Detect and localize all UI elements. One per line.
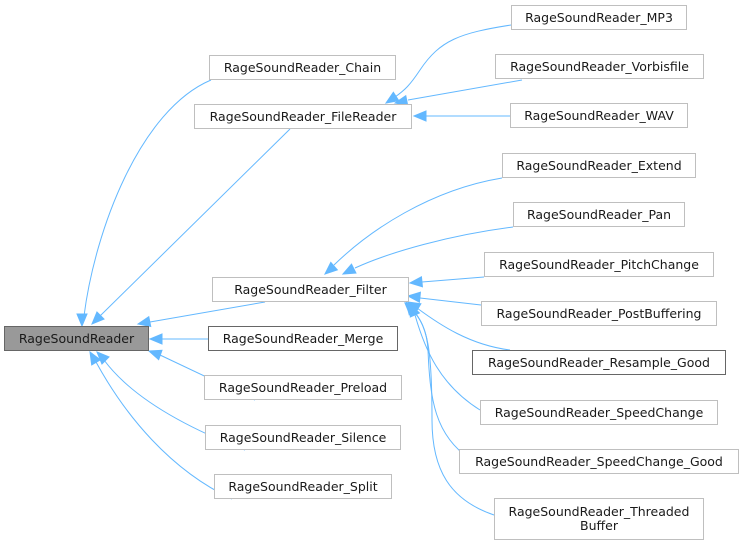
node-pitch-change[interactable]: RageSoundReader_PitchChange [484,252,714,277]
edge-filter-to-root [149,301,266,323]
arrowhead-icon [408,276,424,288]
edge-speed-to-filter [414,314,481,411]
arrowhead-icon [76,313,88,328]
node-split[interactable]: RageSoundReader_Split [214,474,392,499]
edge-pitch-to-filter [421,276,485,283]
edge-postbuf-to-filter [419,297,482,306]
node-speed-change[interactable]: RageSoundReader_SpeedChange [480,400,718,425]
node-rage-sound-reader[interactable]: RageSoundReader [4,326,149,351]
node-preload[interactable]: RageSoundReader_Preload [204,375,402,400]
edge-pan-to-filter [354,226,514,269]
node-wav[interactable]: RageSoundReader_WAV [510,103,688,128]
arrowhead-icon [136,315,152,328]
node-file-reader[interactable]: RageSoundReader_FileReader [194,104,412,129]
node-filter[interactable]: RageSoundReader_Filter [212,277,409,302]
node-vorbisfile[interactable]: RageSoundReader_Vorbisfile [495,54,704,79]
edge-chain-to-root [83,79,212,317]
arrowhead-icon [406,291,422,303]
node-post-buffering[interactable]: RageSoundReader_PostBuffering [481,301,717,326]
edge-extend-to-filter [333,177,503,266]
node-merge[interactable]: RageSoundReader_Merge [208,326,398,351]
node-resample-good[interactable]: RageSoundReader_Resample_Good [472,350,726,375]
node-speed-change-good[interactable]: RageSoundReader_SpeedChange_Good [459,449,739,474]
edge-vorbis-to-filereader [407,79,523,101]
edge-filereader-to-root [99,128,291,317]
arrowhead-icon [412,110,427,122]
arrowhead-icon [404,302,418,316]
node-silence[interactable]: RageSoundReader_Silence [205,425,401,450]
edge-split-to-root [95,361,233,500]
arrowhead-icon [384,91,400,104]
node-extend[interactable]: RageSoundReader_Extend [502,153,696,178]
arrowhead-icon [96,351,110,365]
edge-threaded-to-filter [411,309,495,516]
arrowhead-icon [148,333,163,345]
arrowhead-icon [324,261,339,275]
arrowhead-icon [89,350,102,366]
edge-resample-to-filter [416,307,511,351]
arrowhead-icon [147,349,163,361]
edge-mp3-to-filereader [394,24,512,98]
arrowhead-icon [91,311,105,325]
node-mp3[interactable]: RageSoundReader_MP3 [511,5,687,30]
arrowhead-icon [341,263,357,275]
node-chain[interactable]: RageSoundReader_Chain [209,55,396,80]
node-pan[interactable]: RageSoundReader_Pan [513,202,685,227]
node-threaded-buffer[interactable]: RageSoundReader_Threaded Buffer [494,498,704,540]
